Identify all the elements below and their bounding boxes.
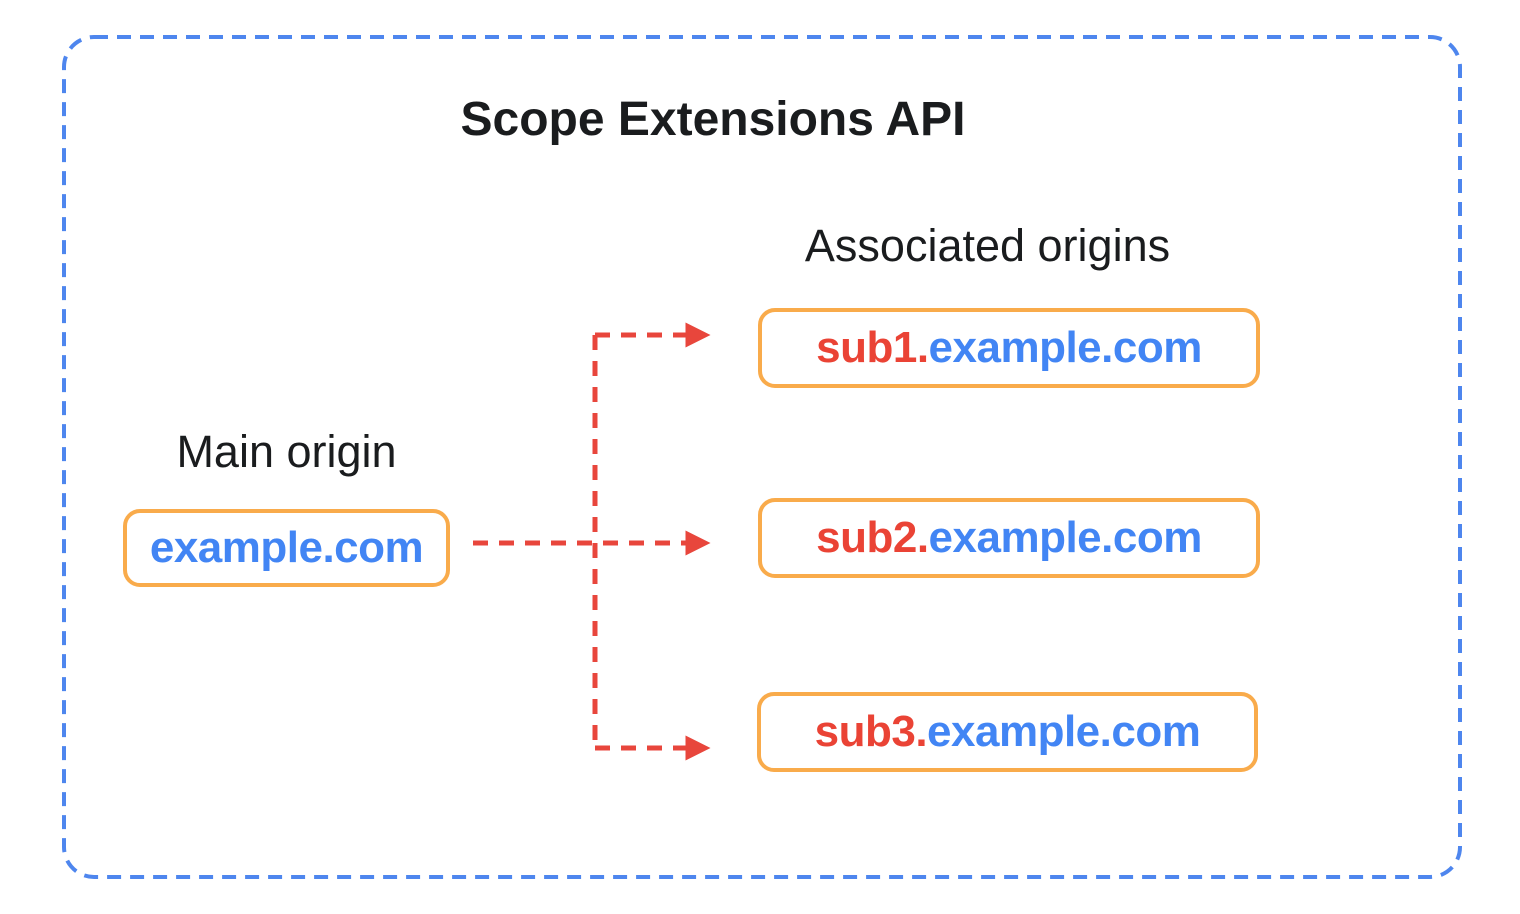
sub1-subdomain: sub1. [816, 323, 929, 372]
associated-origin-box-1: sub1.example.com [758, 308, 1260, 388]
connection-arrows [473, 322, 711, 761]
sub3-subdomain: sub3. [814, 707, 928, 756]
main-origin-label: Main origin [176, 426, 397, 477]
diagram-title: Scope Extensions API [460, 93, 966, 146]
main-origin-domain: example.com [149, 523, 424, 572]
sub1-domain: example.com [928, 323, 1203, 372]
associated-origin-box-2: sub2.example.com [758, 498, 1260, 578]
sub3-domain: example.com [927, 707, 1201, 756]
main-origin-box: example.com [123, 509, 450, 587]
associated-origin-box-3: sub3.example.com [757, 692, 1258, 772]
sub2-subdomain: sub2. [816, 513, 929, 562]
dashed-frame-border [62, 35, 1462, 879]
associated-origins-label: Associated origins [804, 220, 1171, 271]
sub2-domain: example.com [928, 513, 1203, 562]
